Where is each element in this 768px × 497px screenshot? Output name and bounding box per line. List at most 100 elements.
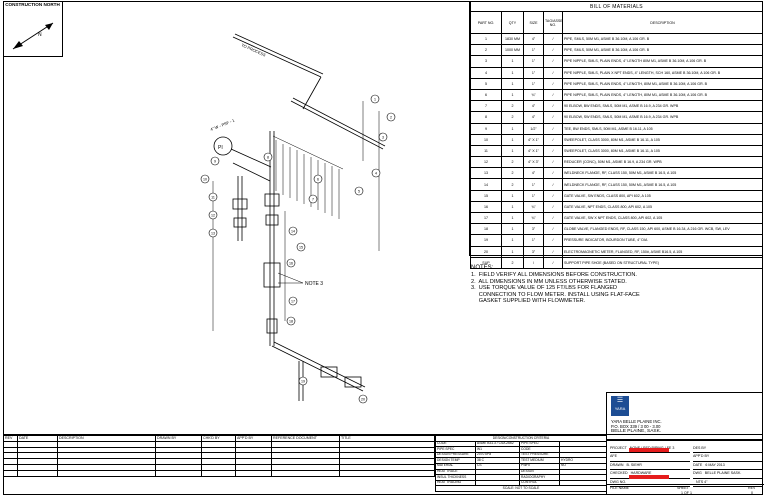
part-balloon-number: 9 (214, 159, 216, 163)
part-balloon-number: 13 (211, 231, 215, 235)
bom-cell: SWEEPOLET, CLASS 3000, 80M M1, ASME B 16… (562, 144, 763, 158)
part-balloon (286, 316, 296, 326)
bom-cell: 4" (523, 100, 544, 113)
bom-cell: / (543, 111, 563, 124)
bom-cell: 1" (523, 77, 544, 90)
bom-cell: 2 (501, 156, 524, 169)
bom-cell: 3" (523, 223, 544, 236)
bom-cell: 1 (501, 122, 524, 135)
part-balloon-number: 4 (375, 171, 377, 175)
part-balloon-number: 14 (291, 229, 295, 233)
revision-cell (155, 469, 202, 477)
bom-cell: / (543, 77, 563, 90)
part-balloon (286, 258, 296, 268)
bom-cell: 15 (470, 189, 502, 202)
part-balloon-number: 15 (299, 245, 303, 249)
rev-label: REV (748, 486, 756, 490)
part-balloon (288, 226, 298, 236)
notes-heading: NOTES: (471, 265, 494, 271)
revision-cell (271, 469, 340, 477)
bom-header-cell: TAG/ASSET NO. (543, 11, 563, 34)
bom-cell: / (543, 167, 563, 180)
bom-cell: / (543, 66, 563, 79)
bom-cell: REDUCER (CONC), 50M M1, ASME B 16.9, A 2… (562, 156, 763, 169)
bom-cell: / (543, 245, 563, 258)
bom-cell: 1 (501, 55, 524, 68)
part-balloon-number: 18 (289, 319, 293, 323)
note3-reference: NOTE 3 (305, 281, 323, 287)
bom-cell: 1" (523, 178, 544, 191)
part-balloon (288, 296, 298, 306)
redacted-field-2 (629, 475, 669, 479)
bom-cell: 4" (523, 167, 544, 180)
part-balloon (263, 152, 273, 162)
part-balloon (210, 156, 220, 166)
sheet-value: 1 OF 1 (681, 491, 692, 495)
bom-cell: ¾" (523, 211, 544, 225)
part-balloon (208, 228, 218, 238)
part-balloon (208, 210, 218, 220)
bom-cell: 3" (523, 245, 544, 258)
bom-cell: 1 (501, 133, 524, 146)
bom-cell: / (543, 122, 563, 135)
title-info-label: APP'D BY (693, 454, 710, 459)
bom-cell: ¾" (523, 88, 544, 102)
company-block: ☰ YARA YARA BELLE PLAINE INC. P.O. BOX 3… (606, 392, 763, 440)
bom-cell: 1 (501, 200, 524, 214)
company-city: BELLE PLAINE, SASK. (611, 429, 662, 434)
revision-cell (57, 469, 156, 477)
bom-cell: 1" (523, 234, 544, 247)
part-balloon-number: 12 (211, 213, 215, 217)
part-balloon (298, 376, 308, 386)
title-info-value: 6 MAY 2013 (705, 462, 725, 467)
bom-cell: 1 (501, 211, 524, 225)
bom-header-cell: SIZE (523, 11, 544, 34)
note-line: 3. USE TORQUE VALUE OF 125 FT/LBS FOR FL… (471, 285, 618, 292)
note-line: 2. ALL DIMENSIONS IN MM UNLESS OTHERWISE… (471, 278, 627, 285)
scale-note: SCALE: NOT TO SCALE (435, 485, 607, 492)
bom-cell: / (543, 144, 563, 158)
bom-cell: PIPE NIPPLE, SMLS, PLAIN X NPT ENDS, 4" … (562, 66, 763, 79)
title-info-label: PROJECT (610, 446, 627, 450)
part-balloon (313, 174, 323, 184)
part-balloon (386, 112, 396, 122)
bom-cell: 1 (501, 66, 524, 79)
part-balloon-number: 1 (374, 97, 376, 101)
part-balloon (354, 186, 364, 196)
bom-cell: 17 (470, 211, 502, 225)
part-balloon (371, 168, 381, 178)
bom-cell: 13 (470, 167, 502, 180)
bom-cell: 4 (470, 66, 502, 79)
part-balloon (200, 174, 210, 184)
revision-cell (339, 469, 435, 477)
bom-cell: / (543, 200, 563, 214)
part-balloon-number: 7 (312, 197, 314, 201)
notes-list: 1. FIELD VERIFY ALL DIMENSIONS BEFORE CO… (471, 272, 761, 305)
line-number-label: 4" W - PSF - 1 (210, 117, 236, 132)
bom-cell: / (543, 55, 563, 68)
part-balloon (370, 94, 380, 104)
bom-cell: / (543, 133, 563, 146)
